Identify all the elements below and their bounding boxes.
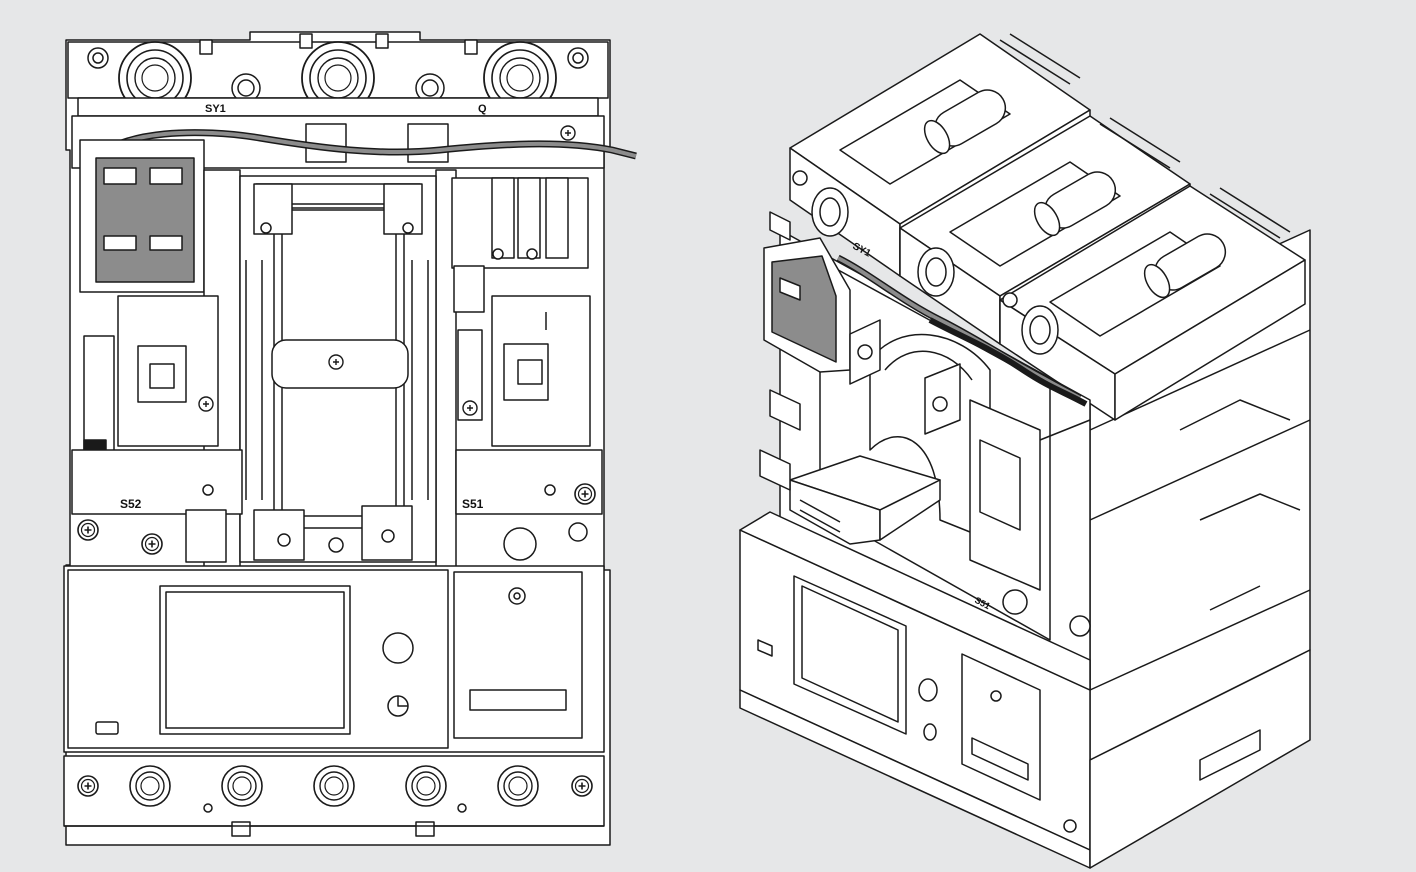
label-sy1: SY1 (205, 103, 226, 115)
test-button[interactable] (382, 632, 414, 664)
iso-top-terminals (789, 33, 1306, 421)
bottom-terminal-strip (63, 755, 605, 837)
usb-port[interactable] (95, 721, 119, 735)
label-s52: S52 (120, 497, 142, 511)
iso-reset-button[interactable] (923, 723, 937, 741)
iso-sy1-module (763, 237, 851, 373)
central-mechanism (239, 175, 437, 563)
label-bar (77, 97, 599, 117)
sy1-module (79, 139, 205, 293)
iso-trip-unit (739, 511, 1091, 851)
iso-operating-handle (789, 455, 941, 545)
front-view: SY1 Q (63, 31, 637, 846)
label-s51: S51 (462, 497, 484, 511)
trip-unit (63, 565, 605, 753)
top-terminal-strip (67, 33, 609, 115)
setting-window (469, 689, 567, 711)
label-q: Q (478, 103, 487, 115)
iso-usb-port[interactable] (757, 639, 773, 657)
iso-front-ports (792, 170, 1059, 355)
isometric-view: SY1 S51 (739, 33, 1311, 869)
iso-test-button[interactable] (918, 678, 938, 702)
right-aux-contacts (451, 177, 591, 447)
